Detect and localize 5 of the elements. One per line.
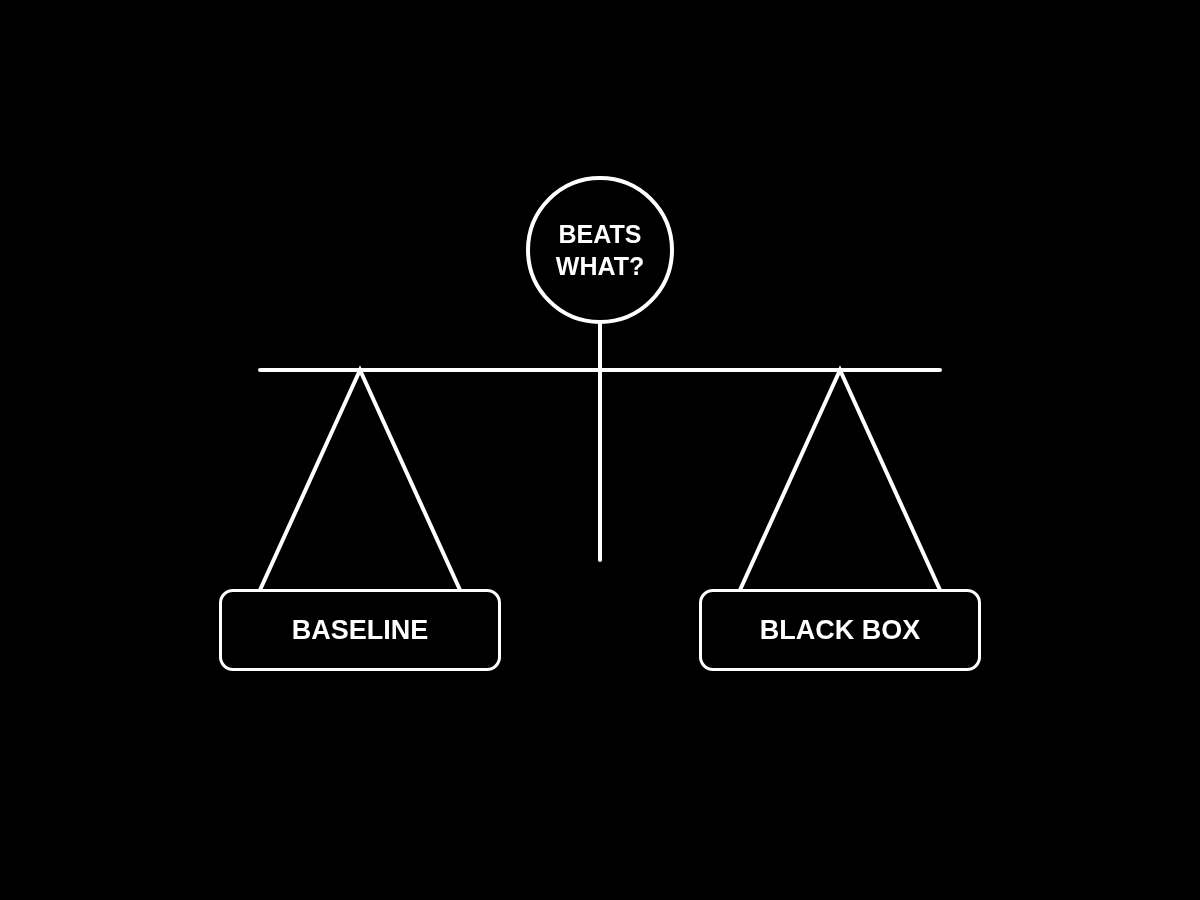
node-label: BEATS WHAT? [554,219,646,282]
label-box [219,589,501,671]
node-label: BLACK BOX [759,614,921,646]
node-label: BASELINE [291,614,429,646]
label-box [699,589,981,671]
